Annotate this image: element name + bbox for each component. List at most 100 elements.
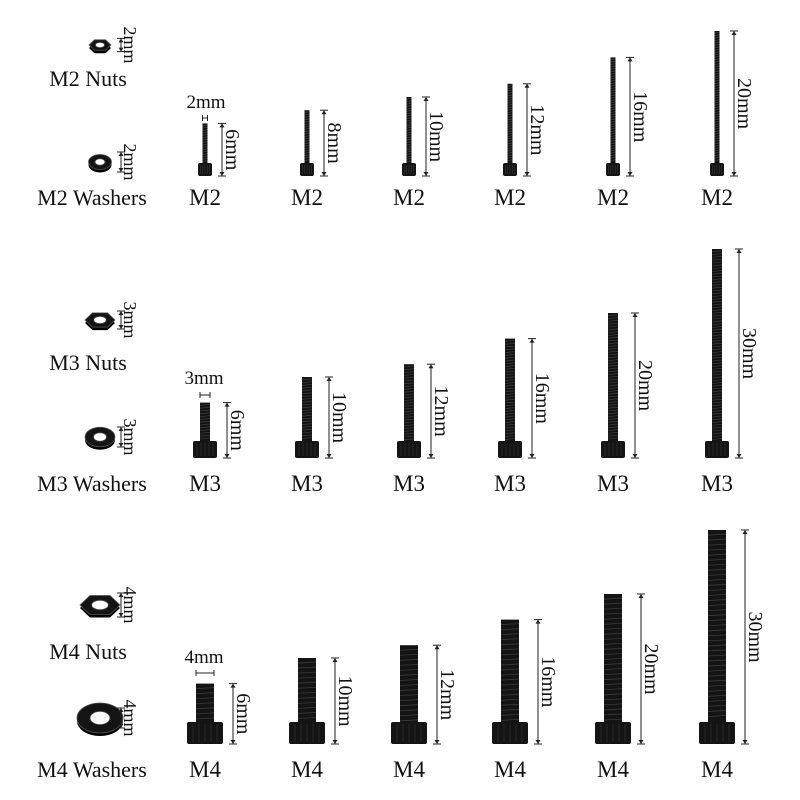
nut-hole (93, 315, 107, 324)
nut-dimension-arrow-arrow-bottom (118, 613, 124, 617)
screw-thread (607, 364, 619, 367)
screw-thread (607, 387, 619, 389)
screw-thread (195, 717, 215, 720)
screw-thread (500, 688, 520, 691)
screw-thread (711, 326, 723, 328)
length-dimension-arrow (427, 363, 435, 459)
screw-thread (610, 70, 616, 73)
screw-thread (399, 684, 419, 686)
screw-thread (504, 365, 516, 367)
screw-thread (711, 270, 723, 272)
length-dimension-arrow-arrow-bottom (627, 172, 633, 176)
screw-thread (304, 152, 310, 154)
screw-thread (711, 368, 723, 370)
screw-thread (504, 362, 516, 365)
length-dimension-arrow-arrow-top (638, 594, 644, 598)
screw-thread (406, 146, 412, 148)
screw-thread (399, 704, 419, 707)
screw-thread (607, 426, 619, 429)
screw-thread (304, 125, 310, 128)
screw-thread (711, 303, 723, 306)
screw-thread (301, 406, 313, 409)
screw-thread (610, 60, 616, 63)
screw-thread (304, 135, 310, 137)
screw-thread (603, 698, 623, 701)
screw-thread (406, 158, 412, 160)
screw-thread (610, 159, 616, 161)
screw-thread (711, 379, 723, 381)
screw-thread (610, 82, 616, 85)
screw-thread (711, 275, 723, 278)
screw-thread (202, 153, 208, 155)
screw-thread (711, 384, 723, 387)
screw-thread (714, 101, 720, 104)
length-label-group: 16mm (537, 656, 559, 708)
screw-thread (297, 691, 317, 694)
screw-thread (507, 156, 513, 159)
screw-thread (707, 644, 727, 647)
length-label: 12mm (430, 386, 452, 438)
screw-thread (603, 693, 623, 696)
screw-thread (403, 427, 415, 429)
screw-thread (711, 412, 723, 415)
screw-thread (301, 386, 313, 389)
screw-thread (711, 289, 723, 292)
screw-thread (607, 415, 619, 417)
screw-thread (714, 125, 720, 128)
washer-dimension-arrow-arrow-bottom (118, 724, 124, 728)
screw-thread (711, 398, 723, 401)
screw-thread (507, 152, 513, 154)
screw-thread (399, 699, 419, 702)
washer-dimension-arrow (117, 426, 125, 448)
length-label: 20mm (634, 360, 656, 412)
length-dimension-arrow-arrow-top (219, 123, 225, 128)
length-dimension-arrow-arrow-bottom (736, 454, 742, 458)
screw-thread (610, 96, 616, 99)
screw-thread (399, 719, 419, 722)
screw-thread (714, 137, 720, 140)
length-dimension-arrow-arrow-bottom (731, 172, 737, 176)
screw-thread (507, 94, 513, 97)
screw-thread (297, 717, 317, 719)
screw-thread (711, 365, 723, 367)
screw-thread (711, 281, 723, 283)
screw (193, 402, 217, 458)
nut-dimension-arrow-arrow-bottom (118, 325, 124, 329)
screw-thread (607, 367, 619, 370)
screw-thread (304, 149, 310, 152)
nut-dimension-arrow (117, 37, 125, 53)
length-dimension-arrow-arrow-top (632, 313, 638, 317)
screw-thread (714, 96, 720, 99)
screw-thread (195, 702, 215, 705)
length-label: 8mm (323, 123, 345, 165)
washer-dimension-arrow-arrow-bottom (118, 168, 124, 172)
screw-thread (504, 415, 516, 418)
screw-thread (707, 579, 727, 581)
length-label: 6mm (226, 410, 248, 452)
screw-thread (603, 678, 623, 681)
screw-thread (399, 669, 419, 671)
screw-size-label: M3 (701, 471, 733, 496)
washer-dimension-label: 3mm (120, 418, 140, 455)
screw-thread (607, 336, 619, 339)
screw-thread (610, 137, 616, 140)
screw-thread (406, 143, 412, 146)
screw-thread (707, 558, 727, 561)
screw (289, 658, 325, 744)
screw-thread (297, 676, 317, 679)
screw-thread (714, 116, 720, 118)
length-dimension-arrow (218, 122, 226, 177)
screw-thread (504, 429, 516, 432)
screw-thread (504, 368, 516, 370)
screw-thread (500, 719, 520, 721)
screw-thread (714, 82, 720, 85)
nut-dimension-label-group: 4mm (120, 586, 140, 623)
screw-thread (507, 116, 513, 118)
screw-thread (406, 117, 412, 119)
screw-shaft (200, 402, 210, 442)
length-dimension-arrow (735, 248, 743, 459)
screw-thread (507, 154, 513, 157)
screw-thread (714, 135, 720, 137)
nut-hole (94, 41, 106, 49)
screw-thread (707, 689, 727, 692)
